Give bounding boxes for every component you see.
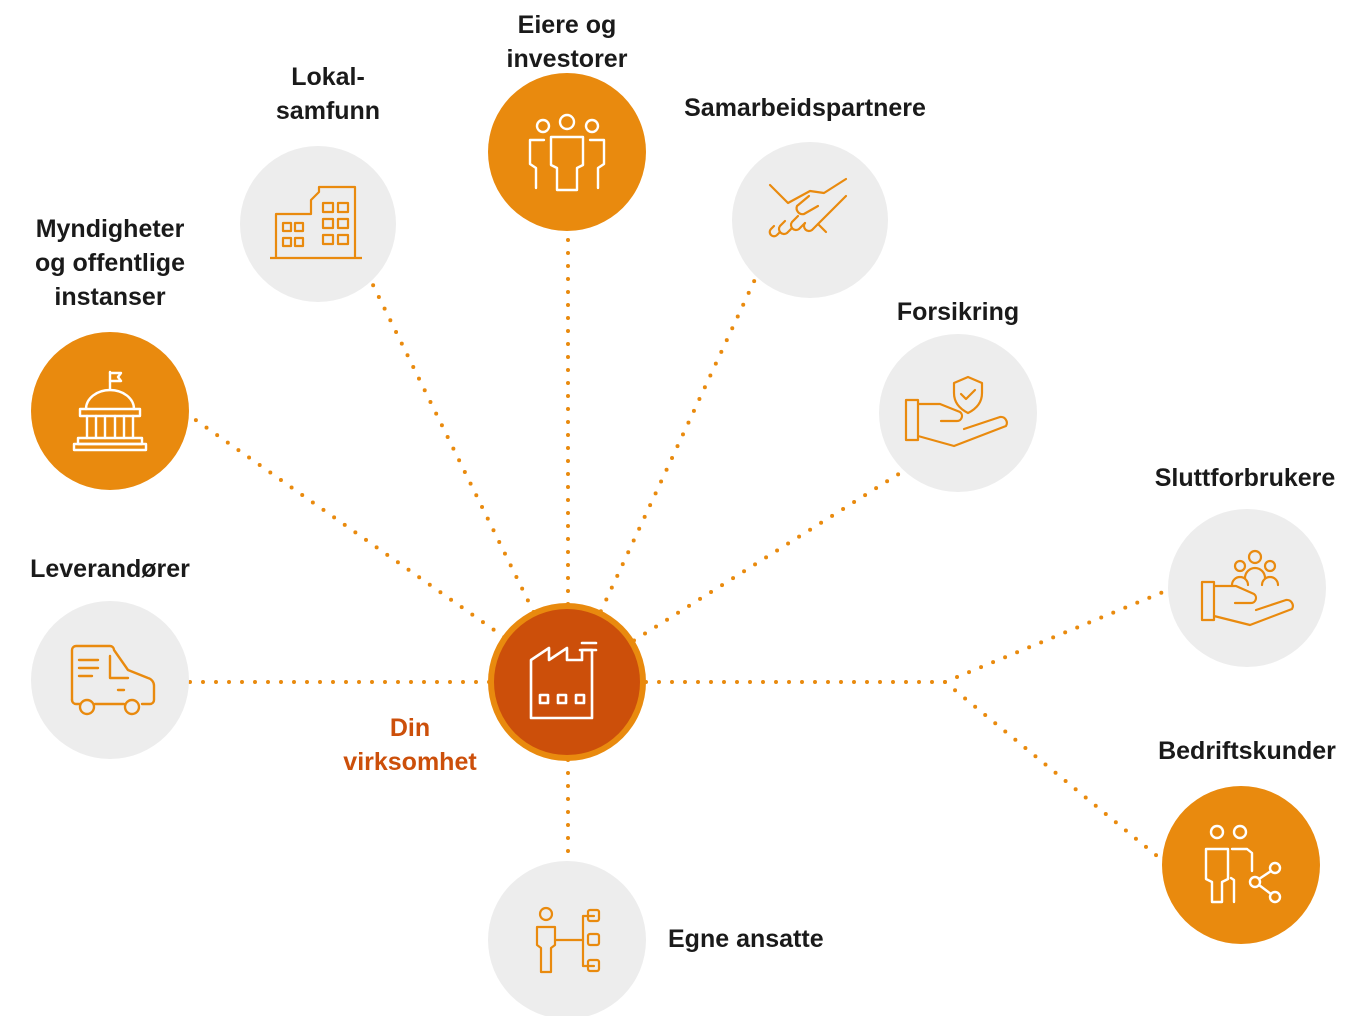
node-ansatte <box>488 861 646 1016</box>
label-forsikring: Forsikring <box>896 298 1020 326</box>
label-myndigheter: Myndigheter og offentlige instanser <box>35 215 185 311</box>
connector-lokalsamfunn <box>371 283 570 684</box>
handshake-icon <box>768 177 848 238</box>
node-eiere <box>488 73 646 231</box>
people-hand-icon <box>1200 549 1294 627</box>
center-node <box>488 603 646 761</box>
people-share-icon <box>1204 824 1282 904</box>
node-sluttforbrukere <box>1168 509 1326 667</box>
connector-bedriftskunder <box>943 680 1170 867</box>
label-ansatte: Egne ansatte <box>668 925 824 953</box>
node-lokalsamfunn <box>240 146 396 302</box>
label-lokalsamfunn: Lokal- samfunn <box>275 63 381 125</box>
people-group-icon <box>528 113 606 192</box>
shield-hand-icon <box>904 375 1008 448</box>
connector-sluttforbrukere <box>943 588 1170 684</box>
delivery-van-icon <box>70 644 156 716</box>
label-leverandorer: Leverandører <box>30 555 190 583</box>
node-samarbeid <box>732 142 888 298</box>
government-building-icon <box>72 370 148 452</box>
node-leverandorer <box>31 601 189 759</box>
node-forsikring <box>879 334 1037 492</box>
node-bedriftskunder <box>1162 786 1320 944</box>
label-eiere: Eiere og investorer <box>506 11 628 73</box>
label-bedriftskunder: Bedriftskunder <box>1158 737 1336 765</box>
label-samarbeid: Samarbeidspartnere <box>684 94 926 122</box>
node-myndigheter <box>31 332 189 490</box>
factory-icon <box>529 641 598 720</box>
label-center: Din virksomhet <box>343 714 477 776</box>
person-org-chart-icon <box>535 906 601 974</box>
label-sluttforbrukere: Sluttforbrukere <box>1154 464 1336 492</box>
office-buildings-icon <box>270 185 362 260</box>
